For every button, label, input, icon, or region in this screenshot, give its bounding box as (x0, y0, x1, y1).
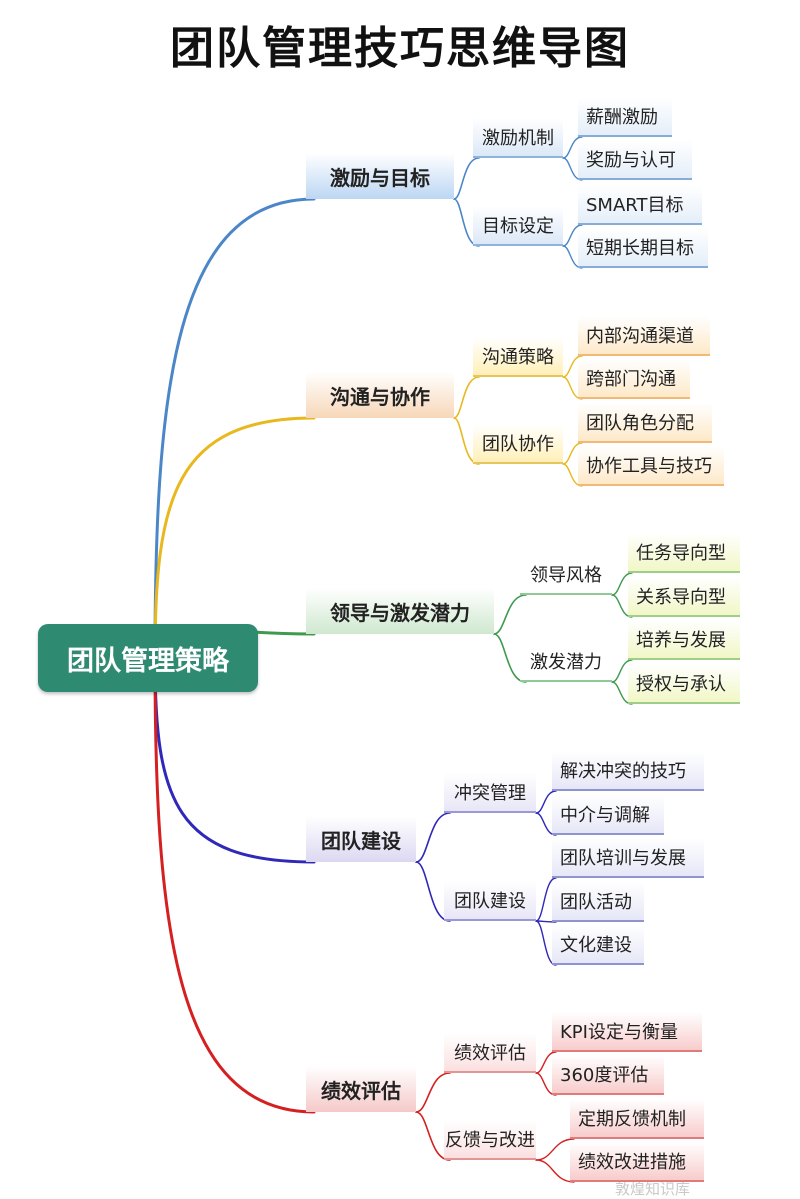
leaf-link-3-1-1 (611, 572, 633, 596)
sub-node-3-2: 激发潜力 (520, 642, 612, 682)
branch-node-4: 团队建设 (306, 816, 416, 862)
leaf-node-3-2-2: 授权与承认 (628, 664, 740, 704)
leaf-link-5-2-1 (535, 1138, 575, 1161)
sub-node-5-1: 绩效评估 (444, 1033, 536, 1073)
sub-link-2-1 (453, 376, 480, 419)
leaf-node-1-1-1: 薪酬激励 (578, 97, 672, 137)
sub-node-5-2: 反馈与改进 (444, 1120, 536, 1160)
branch-node-5: 绩效评估 (306, 1066, 416, 1112)
sub-node-4-1: 冲突管理 (444, 773, 536, 813)
leaf-node-5-2-2: 绩效改进措施 (570, 1142, 704, 1182)
leaf-link-1-2-1 (562, 224, 583, 247)
page-title: 团队管理技巧思维导图 (170, 23, 630, 74)
leaf-node-1-2-2: 短期长期目标 (578, 228, 708, 268)
leaf-node-3-2-1: 培养与发展 (628, 620, 740, 660)
sub-link-4-1 (415, 812, 451, 863)
sub-link-3-1 (493, 594, 527, 635)
branch-node-3: 领导与激发潜力 (306, 588, 494, 634)
leaf-link-2-2-1 (562, 442, 583, 465)
sub-node-2-2: 团队协作 (473, 424, 563, 464)
leaf-link-5-1-1 (535, 1051, 557, 1074)
leaf-link-5-2-2 (535, 1159, 575, 1183)
leaf-node-2-2-2: 协作工具与技巧 (578, 446, 724, 486)
branch-link-5 (153, 656, 316, 1114)
leaf-link-4-2-1 (535, 877, 557, 922)
leaf-node-5-1-2: 360度评估 (552, 1055, 664, 1095)
leaf-link-4-1-1 (535, 790, 557, 814)
leaf-node-4-2-2: 团队活动 (552, 882, 644, 922)
leaf-node-2-1-1: 内部沟通渠道 (578, 316, 710, 356)
sub-node-2-1: 沟通策略 (473, 337, 563, 377)
branch-link-1 (153, 197, 316, 660)
leaf-node-1-1-2: 奖励与认可 (578, 140, 692, 180)
leaf-link-3-2-1 (611, 659, 633, 683)
leaf-node-5-1-1: KPI设定与衡量 (552, 1012, 702, 1052)
sub-link-5-1 (415, 1072, 451, 1113)
branch-node-2: 沟通与协作 (306, 372, 454, 418)
leaf-node-2-2-1: 团队角色分配 (578, 403, 712, 443)
sub-node-1-1: 激励机制 (473, 118, 563, 158)
leaf-node-1-2-1: SMART目标 (578, 185, 702, 225)
leaf-node-4-2-3: 文化建设 (552, 925, 644, 965)
root-node: 团队管理策略 (38, 624, 258, 692)
leaf-node-2-1-2: 跨部门沟通 (578, 359, 690, 399)
leaf-node-5-2-1: 定期反馈机制 (570, 1099, 704, 1139)
leaf-link-1-1-1 (562, 136, 583, 159)
sub-link-1-1 (453, 157, 480, 200)
leaf-link-2-1-1 (562, 355, 583, 378)
leaf-node-3-1-2: 关系导向型 (628, 577, 740, 617)
leaf-node-4-2-1: 团队培训与发展 (552, 838, 704, 878)
branch-link-2 (153, 416, 316, 660)
sub-node-4-2: 团队建设 (444, 881, 536, 921)
branch-node-1: 激励与目标 (306, 153, 454, 199)
leaf-node-4-1-1: 解决冲突的技巧 (552, 751, 704, 791)
leaf-node-3-1-1: 任务导向型 (628, 533, 740, 573)
leaf-node-4-1-2: 中介与调解 (552, 795, 664, 835)
sub-node-3-1: 领导风格 (520, 555, 612, 595)
sub-node-1-2: 目标设定 (473, 206, 563, 246)
